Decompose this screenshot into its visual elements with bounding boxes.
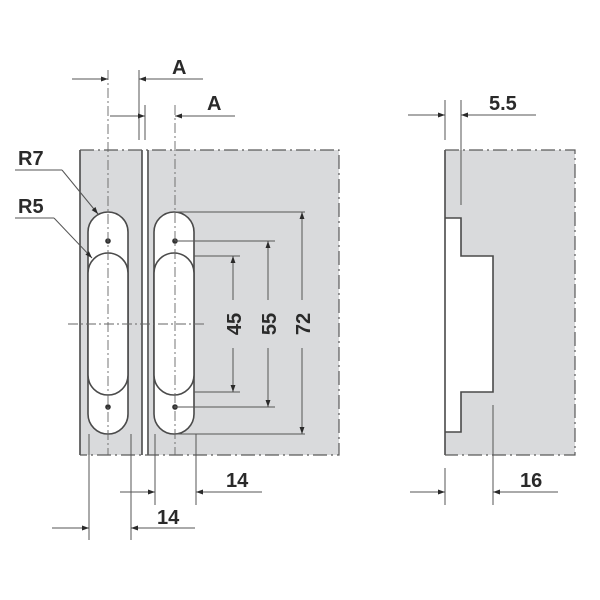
front-view: 45 55 72 R7 R5 A A 14 14: [15, 57, 340, 540]
label-r5: R5: [18, 196, 44, 218]
dim-label-55: 55: [259, 313, 281, 335]
label-r7: R7: [18, 148, 44, 170]
side-view: 5.5 16: [408, 93, 576, 505]
leader-r7-arrow: [61, 169, 99, 215]
hinge-pocket-outline: [445, 217, 494, 433]
label-14-right: 14: [226, 470, 249, 492]
label-5-5: 5.5: [489, 93, 517, 115]
hinge-pocket: [445, 218, 493, 432]
side-boundary-dashdot: [445, 149, 576, 456]
label-14-left: 14: [157, 507, 180, 529]
label-16: 16: [520, 470, 542, 492]
panel-boundary-dashdot: [80, 149, 340, 456]
label-a-second: A: [207, 93, 221, 115]
leader-r5-arrow: [53, 217, 93, 259]
dim-label-45: 45: [224, 313, 246, 335]
label-a-top: A: [172, 57, 186, 79]
dim-label-72: 72: [293, 313, 315, 335]
